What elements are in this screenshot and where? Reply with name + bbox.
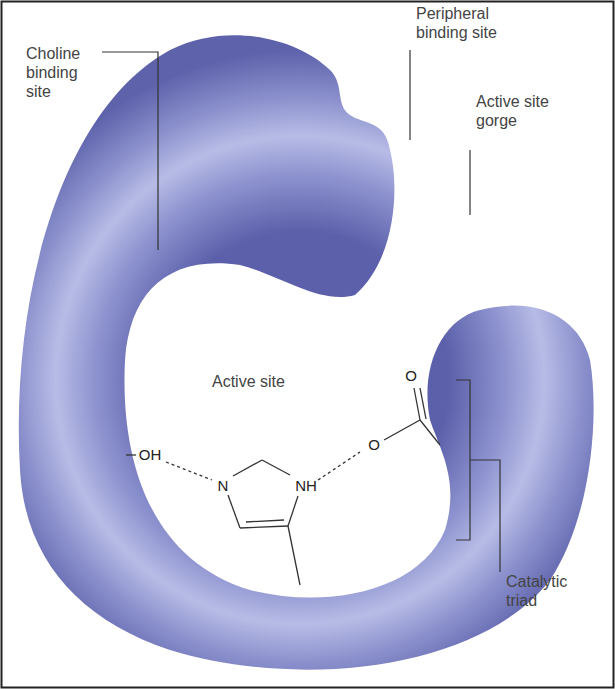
part-label: Catalytic triad (506, 572, 586, 610)
part-label: Active site gorge (476, 92, 566, 130)
atom-label: OH (139, 447, 162, 463)
part-label: Peripheral binding site (416, 4, 526, 42)
catalytic-triad-structure (126, 388, 440, 585)
atom-label: O (368, 437, 380, 453)
atom-label: NH (295, 478, 317, 494)
atom-label: O (405, 368, 417, 384)
enzyme-shape (19, 35, 594, 669)
region-label: Active site (212, 372, 332, 391)
part-label: Choline binding site (26, 44, 104, 101)
atom-label: N (218, 478, 229, 494)
leader-lines (102, 50, 500, 572)
